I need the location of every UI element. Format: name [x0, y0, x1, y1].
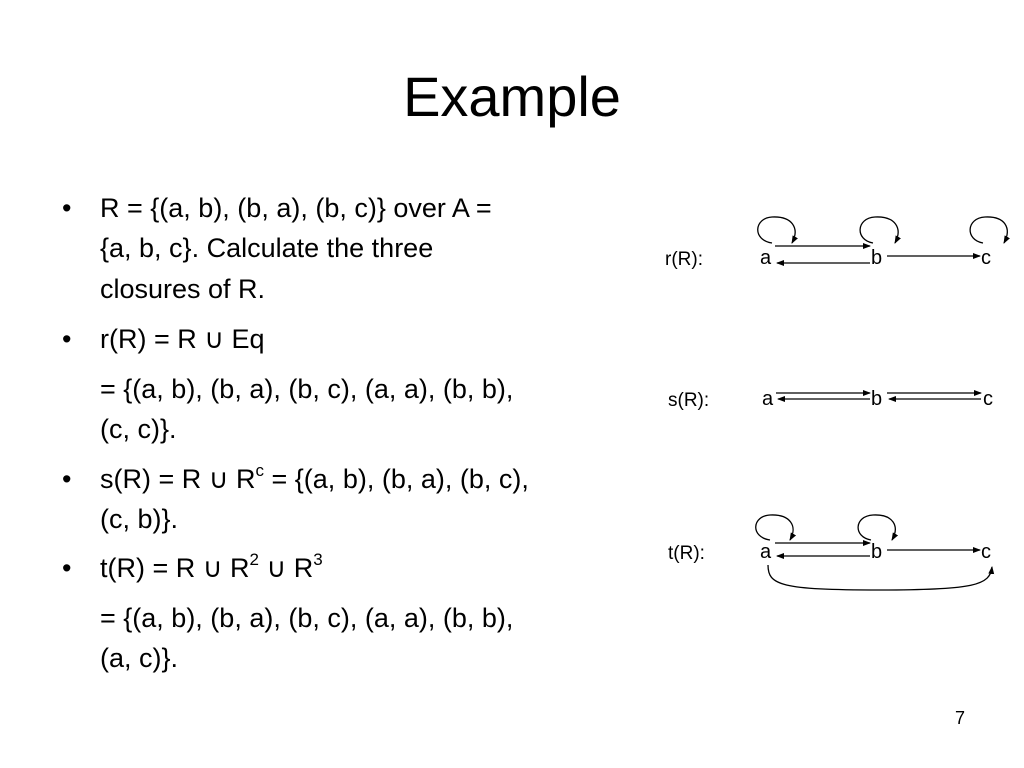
bullet-1-line-1: R = {(a, b), (b, a), (b, c)} over A =: [100, 193, 492, 223]
page-number: 7: [954, 708, 965, 728]
bullet-1-line-3: closures of R.: [100, 274, 266, 304]
r-closure-label: r(R):: [665, 249, 703, 270]
self-loop-a: [757, 216, 798, 244]
self-loop-b: [857, 514, 899, 541]
node-a: a: [760, 541, 772, 563]
bullet-3-text-post: = {(a, b), (b, a), (b, c),: [264, 464, 529, 494]
bullet-4-line-2: = {(a, b), (b, a), (b, c), (a, a), (b, b…: [100, 603, 514, 633]
node-c: c: [983, 388, 993, 410]
node-b: b: [871, 388, 882, 410]
bullet-3-line-2: (c, b)}.: [100, 504, 179, 534]
bullet-1-line-2: {a, b, c}. Calculate the three: [100, 233, 434, 263]
node-c: c: [981, 247, 991, 269]
bullet-marker: •: [62, 324, 72, 354]
node-b: b: [871, 247, 882, 269]
bullet-4-line-3: (a, c)}.: [100, 643, 179, 673]
reflexive-closure-diagram: r(R): a b c: [665, 216, 1010, 270]
node-a: a: [760, 247, 772, 269]
self-loop-c: [969, 216, 1010, 244]
bullet-4-line-1: t(R) = R ∪ R2 ∪ R3: [100, 548, 323, 588]
self-loop-b: [859, 216, 901, 244]
node-c: c: [981, 541, 991, 563]
node-a: a: [762, 388, 774, 410]
bullet-4-text-pre: t(R) = R ∪ R: [100, 553, 250, 583]
superscript-c: c: [255, 461, 265, 480]
bullet-2-line-1: r(R) = R ∪ Eq: [100, 324, 265, 354]
slide-content: • R = {(a, b), (b, a), (b, c)} over A = …: [62, 193, 529, 673]
t-closure-label: t(R):: [668, 543, 705, 564]
bullet-4-text-mid: ∪ R: [258, 553, 314, 583]
transitive-closure-diagram: t(R): a b c: [668, 514, 995, 591]
self-loop-a: [755, 514, 797, 541]
bullet-marker: •: [62, 193, 72, 223]
node-b: b: [871, 541, 882, 563]
superscript-2: 2: [249, 550, 259, 569]
bullet-3-line-1: s(R) = R ∪ Rc = {(a, b), (b, a), (b, c),: [100, 459, 529, 499]
bullet-2-line-2: = {(a, b), (b, a), (b, c), (a, a), (b, b…: [100, 374, 514, 404]
bullet-2-line-3: (c, c)}.: [100, 414, 177, 444]
bullet-marker: •: [62, 553, 72, 583]
bullet-3-text-pre: s(R) = R ∪ R: [100, 464, 256, 494]
s-closure-label: s(R):: [668, 390, 709, 411]
superscript-3: 3: [313, 550, 323, 569]
edge-a-to-c: [767, 564, 995, 591]
bullet-marker: •: [62, 464, 72, 494]
symmetric-closure-diagram: s(R): a b c: [668, 388, 993, 411]
slide-title: Example: [403, 65, 621, 128]
